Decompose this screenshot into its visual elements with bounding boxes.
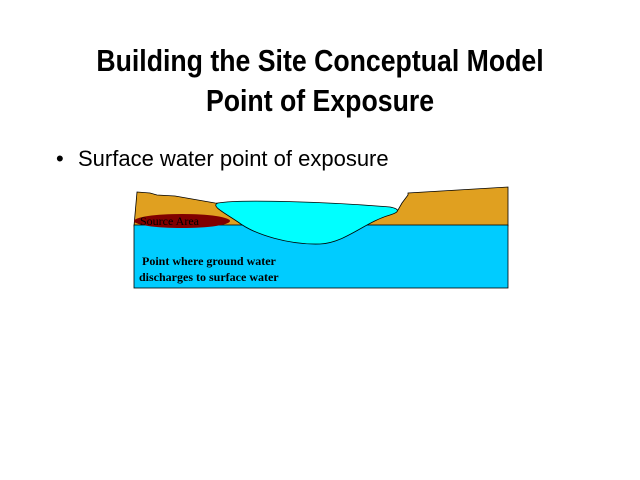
bullet-item: • Surface water point of exposure [56,146,389,172]
slide-title-line2: Point of Exposure [205,83,435,118]
source-area [134,214,230,228]
slide-title-line1: Building the Site Conceptual Model [96,43,544,78]
surface-water-body [215,200,398,245]
bullet-text: Surface water point of exposure [78,146,389,171]
source-area-label: Source Area [140,214,200,228]
discharge-label-line2: discharges to surface water [139,270,279,284]
bullet-marker: • [56,146,64,171]
discharge-label-line1: Point where ground water [142,254,277,268]
